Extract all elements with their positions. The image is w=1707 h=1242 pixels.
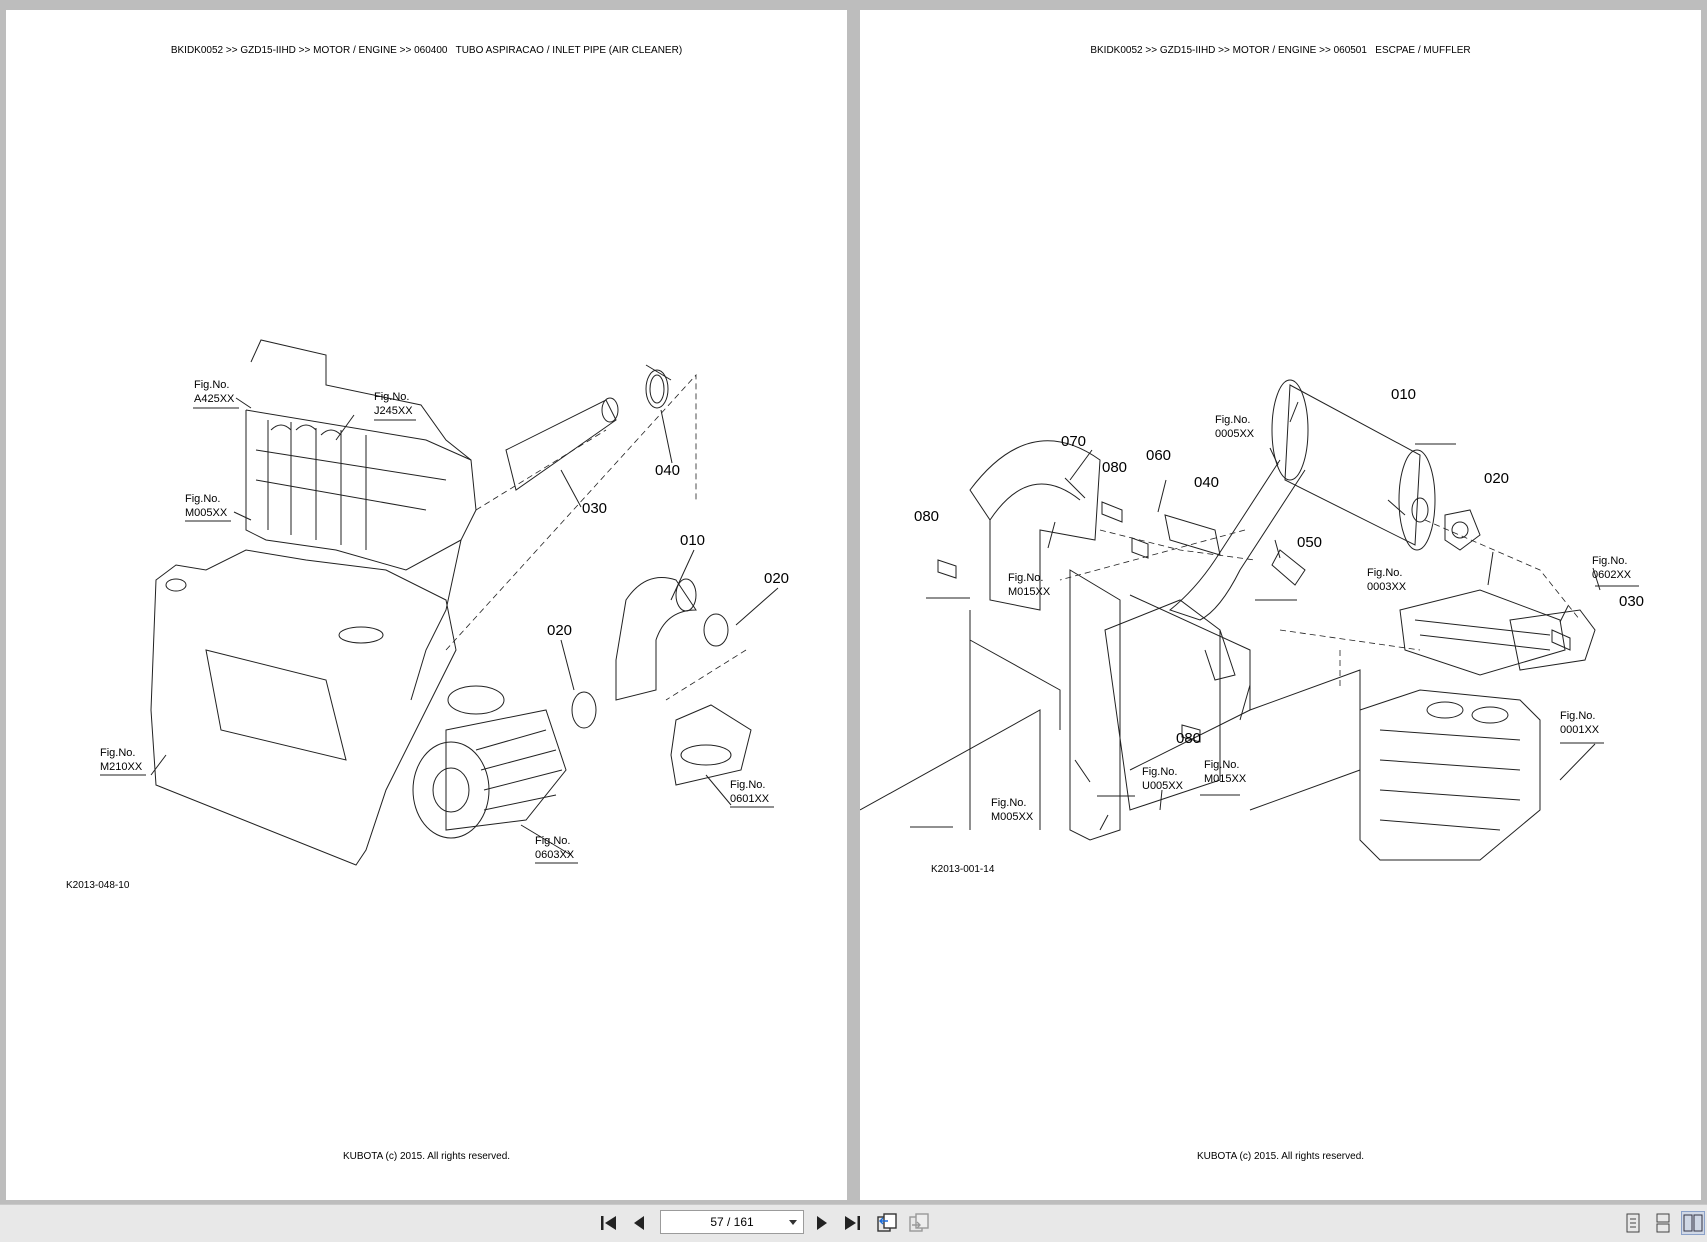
- part-010: 010: [680, 532, 706, 549]
- document-viewer[interactable]: BKIDK0052 >> GZD15-IIHD >> MOTOR / ENGIN…: [0, 0, 1707, 1204]
- part-070: 070: [1061, 433, 1087, 450]
- part-020-left: 020: [547, 622, 573, 639]
- page-header: BKIDK0052 >> GZD15-IIHD >> MOTOR / ENGIN…: [1090, 45, 1471, 56]
- next-page-button[interactable]: [810, 1211, 834, 1235]
- first-page-icon: [601, 1216, 616, 1230]
- drawing-code: K2013-001-14: [931, 864, 995, 875]
- continuous-view-icon: [1656, 1213, 1670, 1233]
- first-page-button[interactable]: [597, 1211, 621, 1235]
- chevron-down-icon[interactable]: [789, 1220, 797, 1225]
- fig-label-0001: Fig.No. 0001XX: [1560, 710, 1600, 736]
- part-060: 060: [1146, 447, 1172, 464]
- fig-label-a425: Fig.No. A425XX: [194, 379, 235, 405]
- forward-view-button[interactable]: [907, 1211, 931, 1235]
- parts-diagram-inlet-pipe: [100, 339, 779, 866]
- part-080-bottom: 080: [1176, 730, 1202, 747]
- page-footer: KUBOTA (c) 2015. All rights reserved.: [1196, 1151, 1365, 1162]
- two-page-view-button[interactable]: [1681, 1211, 1705, 1235]
- fig-label-0003: Fig.No. 0003XX: [1367, 567, 1407, 593]
- fig-label-m015-top: Fig.No. M015XX: [1008, 572, 1051, 598]
- part-010: 010: [1391, 386, 1417, 403]
- continuous-view-button[interactable]: [1651, 1211, 1675, 1235]
- back-view-icon: [877, 1213, 897, 1232]
- fig-label-m015-bottom: Fig.No. M015XX: [1204, 759, 1247, 785]
- prev-page-button[interactable]: [627, 1211, 651, 1235]
- fig-label-m210: Fig.No. M210XX: [100, 747, 143, 773]
- page-right: BKIDK0052 >> GZD15-IIHD >> MOTOR / ENGIN…: [860, 10, 1701, 1200]
- navigation-toolbar: 57 / 161: [0, 1204, 1707, 1242]
- last-page-icon: [845, 1216, 860, 1230]
- part-020: 020: [1484, 470, 1510, 487]
- page-number-input[interactable]: 57 / 161: [660, 1210, 804, 1234]
- forward-view-icon: [909, 1213, 929, 1232]
- fig-label-j245: Fig.No. J245XX: [374, 391, 413, 417]
- parts-diagram-muffler: [860, 379, 1639, 861]
- prev-page-icon: [634, 1216, 644, 1230]
- fig-label-0602: Fig.No. 0602XX: [1592, 555, 1632, 581]
- page-left: BKIDK0052 >> GZD15-IIHD >> MOTOR / ENGIN…: [6, 10, 847, 1200]
- single-page-view-button[interactable]: [1621, 1211, 1645, 1235]
- part-030: 030: [582, 500, 608, 517]
- page-indicator: 57 / 161: [710, 1215, 754, 1229]
- page-footer: KUBOTA (c) 2015. All rights reserved.: [342, 1151, 511, 1162]
- fig-label-m005: Fig.No. M005XX: [185, 493, 228, 519]
- fig-label-0005: Fig.No. 0005XX: [1215, 414, 1255, 440]
- part-040: 040: [1194, 474, 1220, 491]
- fig-label-u005: Fig.No. U005XX: [1142, 766, 1183, 792]
- fig-label-m005: Fig.No. M005XX: [991, 797, 1034, 823]
- single-page-view-icon: [1626, 1213, 1640, 1233]
- part-080-top: 080: [1102, 459, 1128, 476]
- part-040: 040: [655, 462, 681, 479]
- next-page-icon: [817, 1216, 827, 1230]
- two-page-view-icon: [1683, 1214, 1703, 1232]
- drawing-code: K2013-048-10: [66, 880, 130, 891]
- last-page-button[interactable]: [840, 1211, 864, 1235]
- part-080-left: 080: [914, 508, 940, 525]
- fig-label-0603: Fig.No. 0603XX: [535, 835, 575, 861]
- fig-label-0601: Fig.No. 0601XX: [730, 779, 770, 805]
- page-header: BKIDK0052 >> GZD15-IIHD >> MOTOR / ENGIN…: [170, 45, 683, 56]
- part-020-right: 020: [764, 570, 790, 587]
- part-030: 030: [1619, 593, 1645, 610]
- back-view-button[interactable]: [875, 1211, 899, 1235]
- part-050: 050: [1297, 534, 1323, 551]
